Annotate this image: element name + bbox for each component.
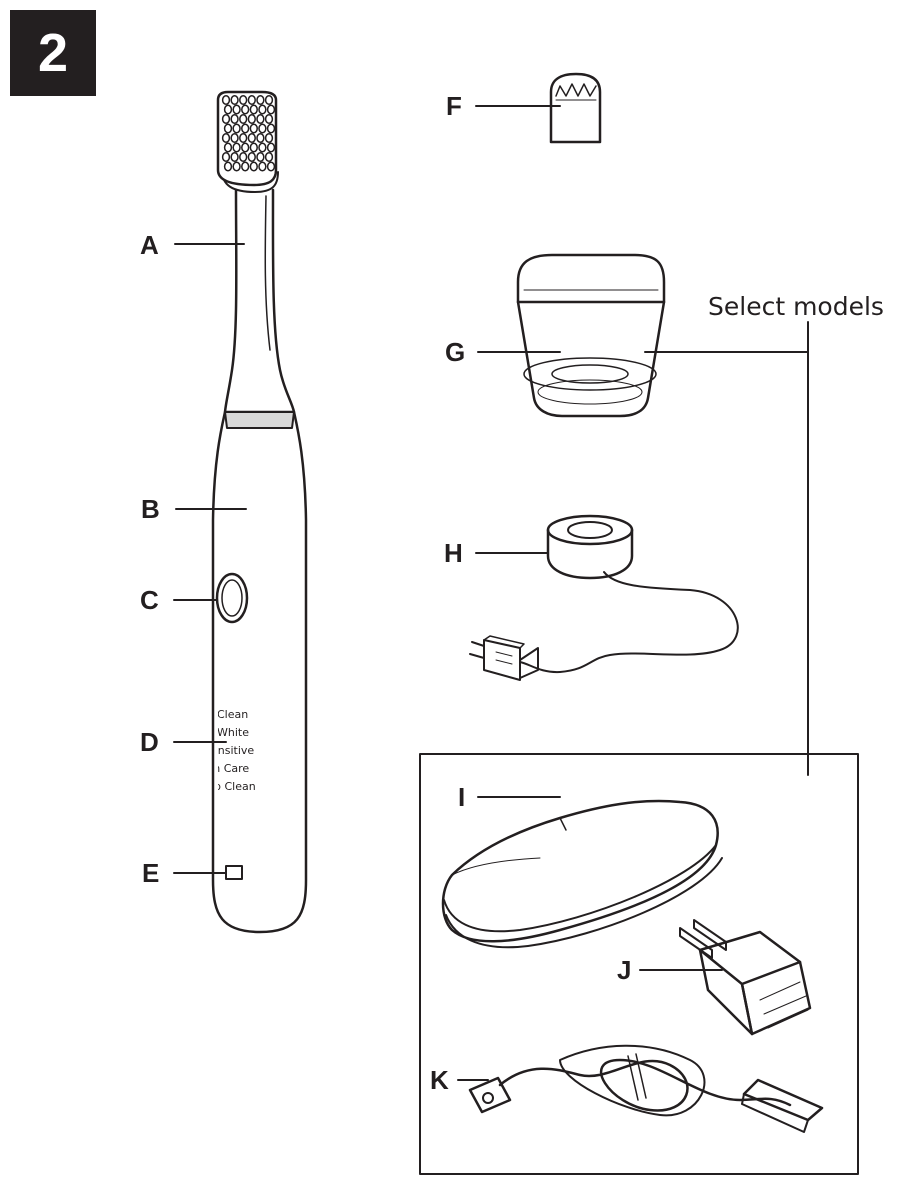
mode-label: Deep Clean [218, 780, 256, 793]
bristle-tuft [223, 153, 230, 161]
bristle-tuft [248, 115, 255, 123]
leader-lines [174, 106, 722, 1080]
bristle-tuft [225, 105, 232, 113]
bristle-tuft [225, 124, 232, 132]
bristle-tuft [242, 143, 249, 151]
label-g: G [445, 337, 466, 367]
bristle-tuft [266, 115, 273, 123]
bristle-tuft [240, 134, 247, 142]
bristle-tuft [242, 124, 249, 132]
mode-label: Gum Care [218, 762, 250, 775]
bristle-tuft [223, 115, 230, 123]
label-e: E [142, 858, 160, 888]
bristle-tuft [233, 162, 240, 170]
label-a: A [140, 230, 159, 260]
bristle-tuft [231, 115, 238, 123]
bristle-tuft [242, 105, 249, 113]
bristle-tuft [266, 153, 273, 161]
bristle-tuft [225, 143, 232, 151]
figure-number: 2 [37, 23, 69, 83]
bristle-tuft [240, 153, 247, 161]
bristle-tuft [268, 105, 275, 113]
bristle-tuft [231, 134, 238, 142]
label-d: D [140, 727, 159, 757]
usb-cable [470, 1046, 822, 1132]
bristle-tuft [259, 105, 266, 113]
power-adapter [680, 920, 810, 1034]
bristle-tuft [266, 96, 273, 104]
label-k: K [430, 1065, 449, 1095]
travel-cap [551, 74, 600, 142]
mode-label: Sensitive [218, 744, 255, 757]
bristle-tuft [259, 162, 266, 170]
bristle-tuft [257, 153, 264, 161]
select-models-note: Select models [708, 292, 884, 321]
toothbrush-handle [213, 412, 306, 932]
bristle-tuft [257, 115, 264, 123]
bristle-tuft [248, 134, 255, 142]
bristle-tufts [223, 96, 275, 171]
bristle-tuft [250, 105, 257, 113]
bristle-tuft [268, 124, 275, 132]
mode-label: White [218, 726, 249, 739]
brush-head [222, 170, 294, 412]
bristle-tuft [240, 96, 247, 104]
label-f: F [446, 91, 462, 121]
sanitizer-cup [518, 255, 664, 416]
label-h: H [444, 538, 463, 568]
bristle-tuft [257, 134, 264, 142]
bristle-tuft [250, 124, 257, 132]
bristle-tuft [231, 153, 238, 161]
bristles [218, 92, 276, 185]
bristle-tuft [225, 162, 232, 170]
bristle-tuft [248, 153, 255, 161]
select-models-box [420, 754, 858, 1174]
charger [470, 516, 738, 680]
bristle-tuft [266, 134, 273, 142]
bristle-tuft [233, 105, 240, 113]
charge-indicator [226, 866, 242, 879]
bristle-tuft [248, 96, 255, 104]
bristle-tuft [268, 162, 275, 170]
bristle-tuft [233, 143, 240, 151]
bristle-tuft [250, 143, 257, 151]
label-c: C [140, 585, 159, 615]
label-b: B [141, 494, 160, 524]
bristle-tuft [242, 162, 249, 170]
figure-number-badge: 2 [10, 10, 96, 96]
power-button [217, 574, 247, 622]
bristle-tuft [250, 162, 257, 170]
travel-case [443, 801, 722, 947]
bristle-tuft [259, 143, 266, 151]
select-models-bracket [645, 322, 808, 775]
mode-labels: Clean White Sensitive Gum Care Deep Clea… [218, 706, 304, 798]
label-i: I [458, 782, 466, 812]
bristle-tuft [231, 96, 238, 104]
label-j: J [617, 955, 632, 985]
bristle-tuft [259, 124, 266, 132]
bristle-tuft [223, 134, 230, 142]
mode-label: Clean [218, 708, 249, 721]
bristle-tuft [268, 143, 275, 151]
bristle-tuft [223, 96, 230, 104]
bristle-tuft [233, 124, 240, 132]
bristle-tuft [240, 115, 247, 123]
bristle-tuft [257, 96, 264, 104]
